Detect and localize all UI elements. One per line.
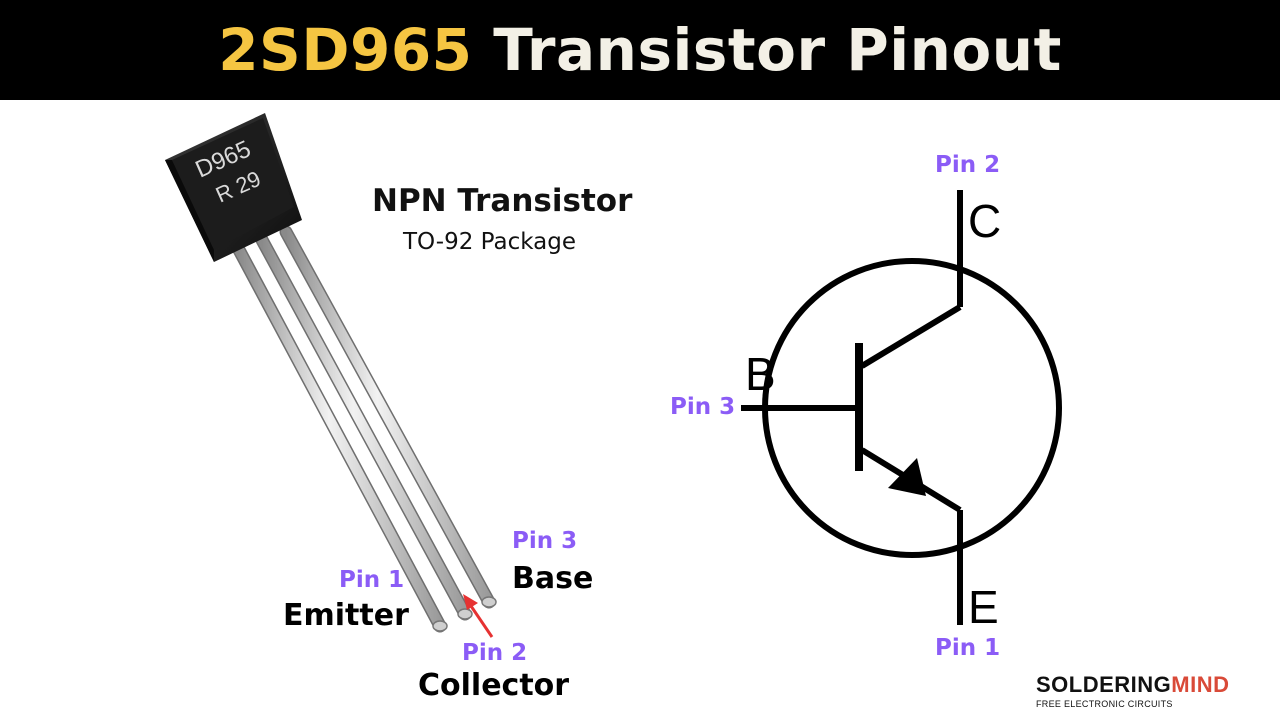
symbol-collector-pin-label: Pin 2 (935, 152, 1001, 178)
collector-diagonal (860, 304, 962, 369)
transistor-leg-emitter (231, 241, 448, 633)
transistor-type-label: NPN Transistor (372, 183, 633, 219)
photo-pin1-label: Pin 1 (339, 567, 405, 593)
symbol-letter-b: B (745, 348, 776, 400)
symbol-emitter-pin-label: Pin 1 (935, 635, 1001, 661)
brand-tagline: FREE ELECTRONIC CIRCUITS (1036, 699, 1173, 709)
title-part-number: 2SD965 (218, 16, 473, 84)
page-title: 2SD965 Transistor Pinout (218, 16, 1062, 84)
photo-collector-label: Collector (418, 668, 570, 703)
brand-logo: SOLDERINGMIND FREE ELECTRONIC CIRCUITS (1036, 672, 1230, 709)
collector-arrow (463, 594, 494, 638)
brand-name: SOLDERINGMIND (1036, 672, 1230, 697)
package-label: TO-92 Package (403, 229, 577, 255)
photo-pin3-label: Pin 3 (512, 528, 578, 554)
emitter-arrow-icon (888, 458, 926, 496)
title-banner: 2SD965 Transistor Pinout (0, 0, 1280, 100)
transistor-leg-collector (255, 233, 473, 621)
transistor-leg-base (279, 225, 497, 609)
photo-base-label: Base (512, 561, 594, 596)
symbol-base-pin-label: Pin 3 (670, 394, 736, 420)
symbol-letter-e: E (968, 581, 999, 633)
title-text: Transistor Pinout (493, 16, 1062, 84)
photo-pin2-label: Pin 2 (462, 640, 528, 666)
photo-emitter-label: Emitter (283, 598, 409, 633)
transistor-body: D965 R 29 (165, 113, 302, 262)
symbol-letter-c: C (968, 195, 1001, 247)
npn-symbol (741, 190, 1062, 625)
transistor-photo: D965 R 29 (165, 113, 497, 638)
